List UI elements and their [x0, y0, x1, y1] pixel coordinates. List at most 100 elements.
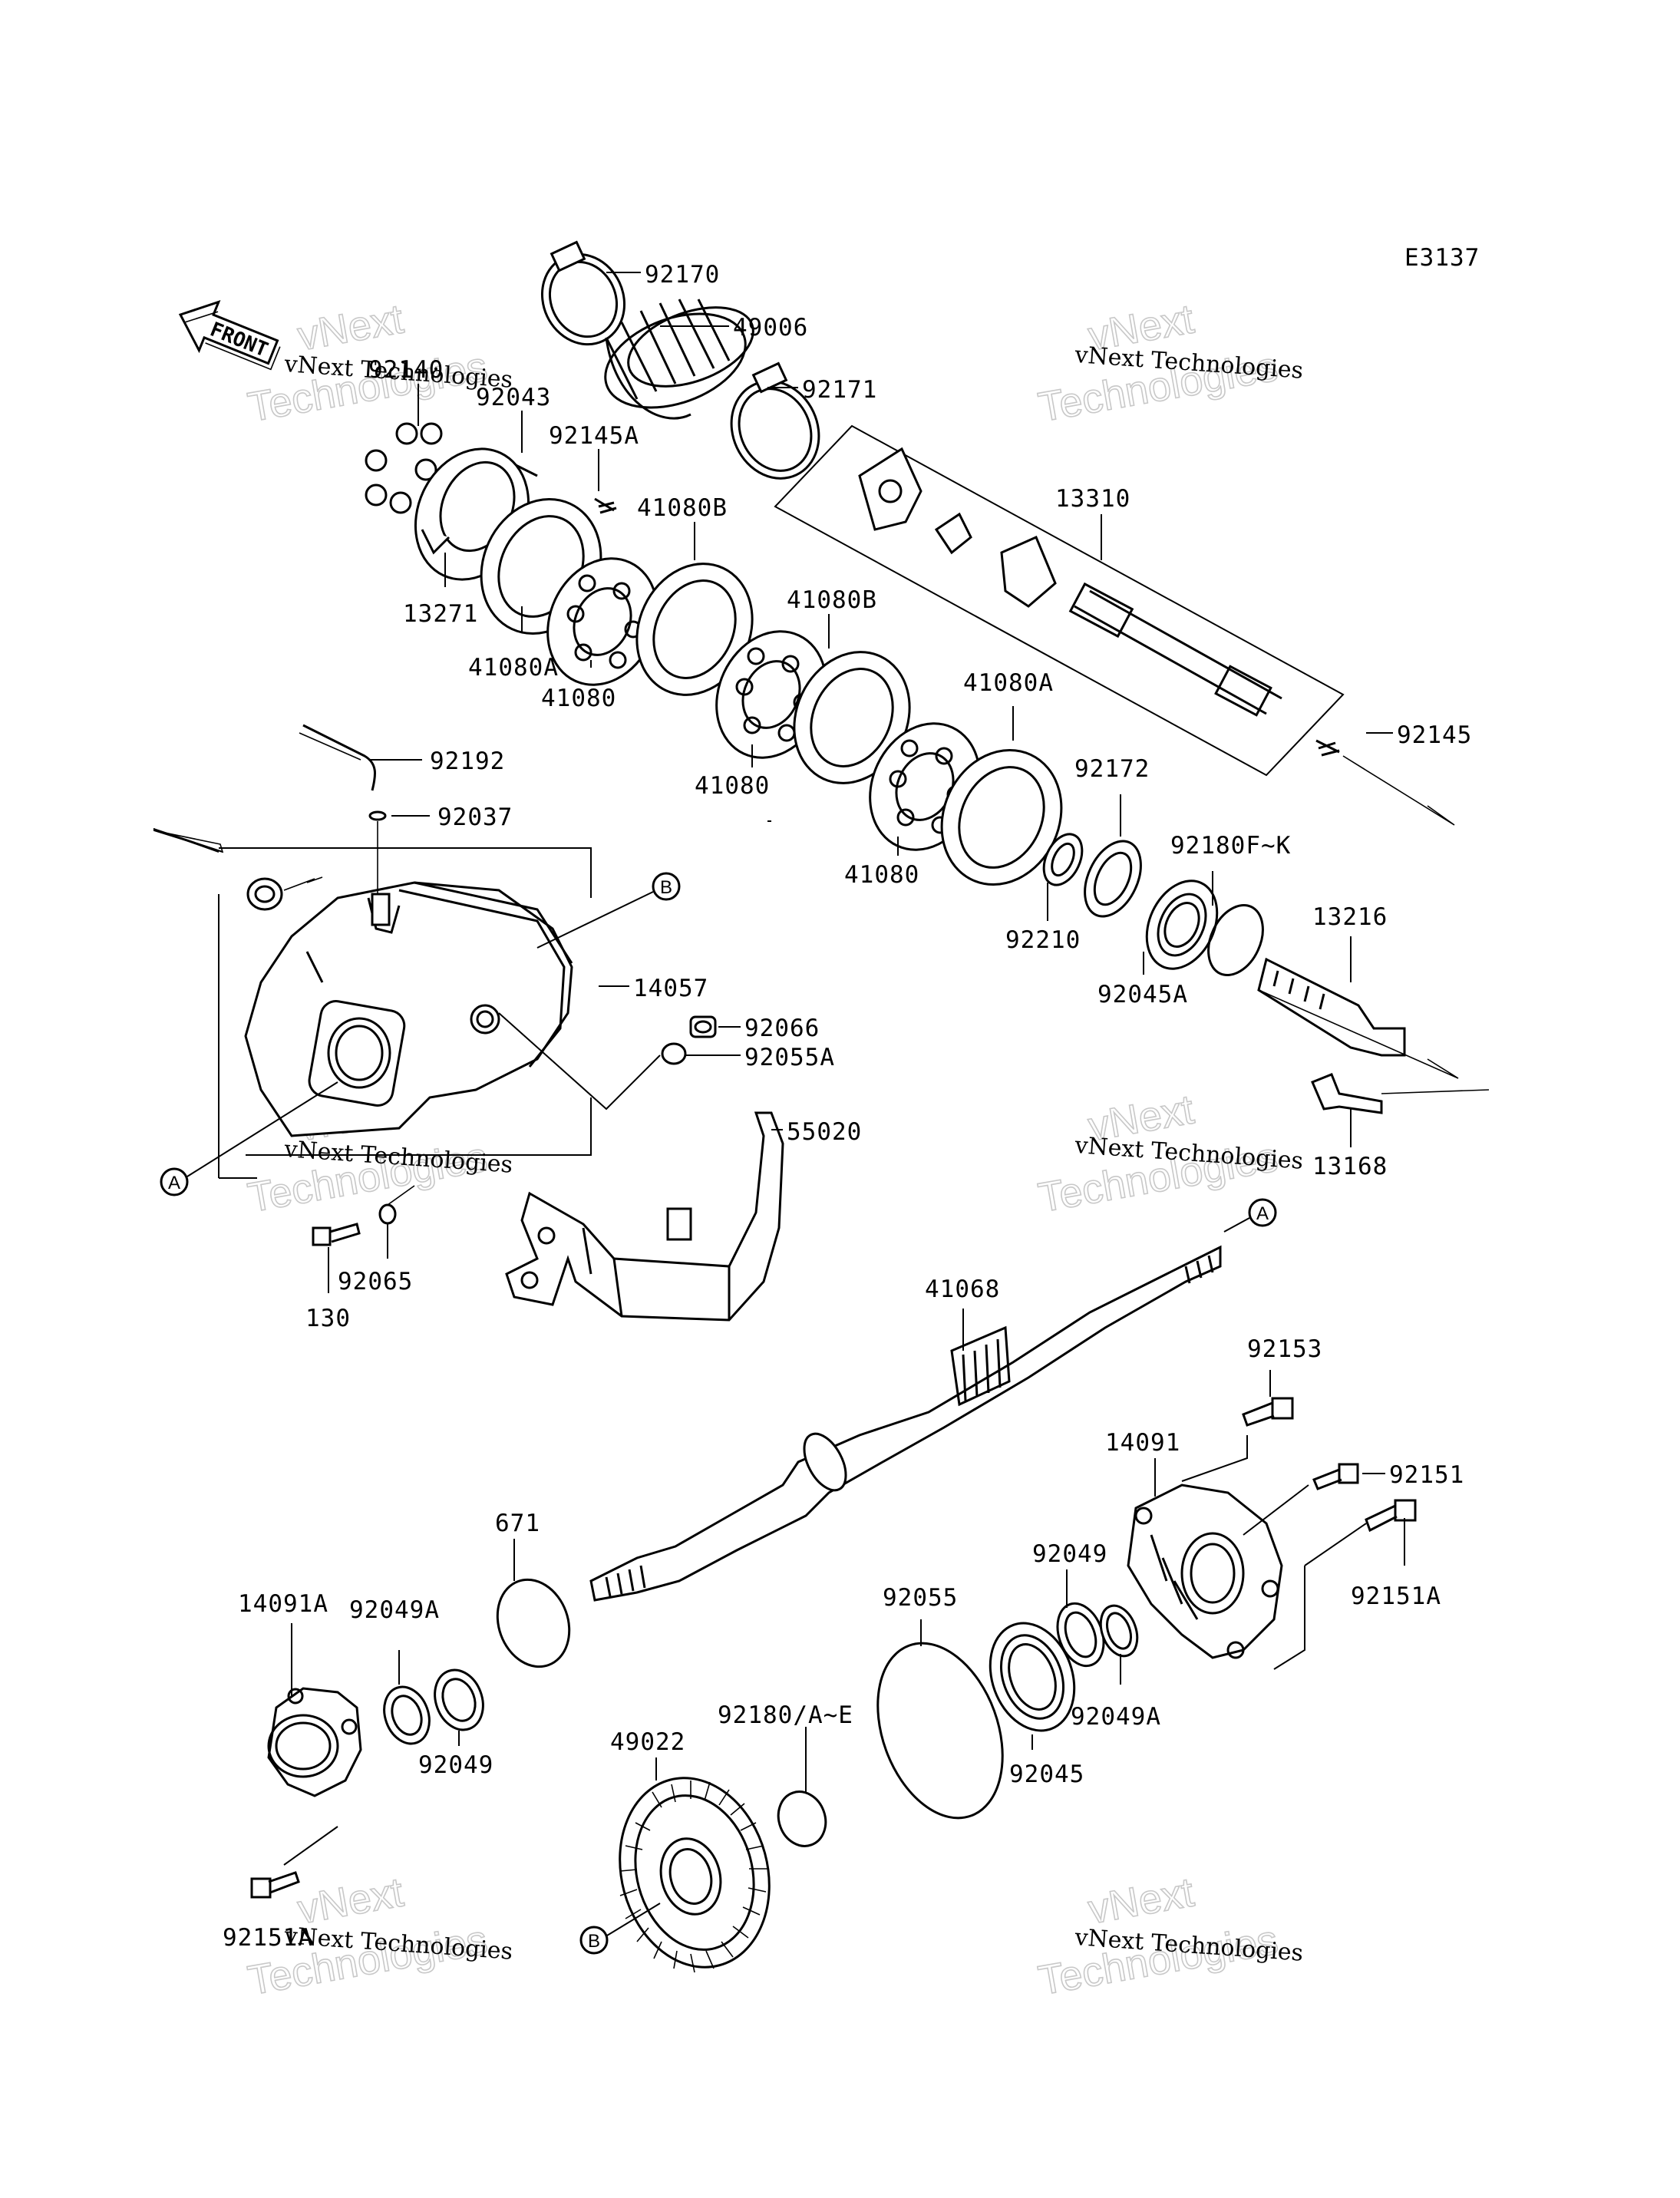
ref-b-top-leader: [536, 891, 654, 949]
clamp-92170-drawing: [540, 240, 626, 346]
ref-marker-b-bottom: B: [579, 1926, 609, 1955]
plate-41080B-1-drawing: [635, 563, 754, 696]
part-labels: 92170 49006 92171 92140 92043 92145A 410…: [223, 261, 1472, 1952]
label-13216: 13216: [1312, 903, 1388, 931]
label-41080B-2: 41080B: [787, 586, 877, 614]
label-92043: 92043: [476, 384, 551, 411]
label-41068: 41068: [925, 1276, 1000, 1303]
label-92037: 92037: [437, 804, 513, 831]
label-92210: 92210: [1005, 926, 1081, 954]
plate-41080-3-drawing: [869, 722, 981, 851]
label-92180FK: 92180F~K: [1170, 832, 1291, 860]
label-92049-1: 92049: [1032, 1540, 1107, 1568]
ref-marker-b-top: B: [652, 872, 681, 901]
label-92045A: 92045A: [1097, 981, 1188, 1008]
ring-92180FK-drawing: [1207, 903, 1264, 977]
label-41080-2: 41080: [695, 772, 770, 800]
plug-leader: [498, 1012, 661, 1111]
label-41080-3: 41080: [844, 861, 919, 889]
label-671: 671: [495, 1510, 540, 1537]
ring-gear-49022-drawing: [619, 1777, 771, 1973]
oring-92055A-drawing: [661, 1042, 687, 1065]
label-14091A: 14091A: [238, 1590, 328, 1618]
bearing-92045A-drawing: [1145, 880, 1219, 970]
label-92145A: 92145A: [549, 422, 639, 450]
plate-41080A-2-drawing: [940, 748, 1063, 886]
cover-14091-drawing: [1127, 1483, 1283, 1659]
plate-41080-1-drawing: [546, 557, 658, 686]
label-55020: 55020: [787, 1118, 862, 1146]
cover-14091A-drawing: [267, 1687, 362, 1797]
front-arrow-icon: FRONT: [178, 300, 281, 371]
ref-marker-a-left: A: [160, 1167, 189, 1196]
diagram-code: E3137: [1404, 244, 1480, 272]
ref-marker-b-bottom-label: B: [588, 1931, 600, 1952]
label-92171: 92171: [802, 376, 877, 404]
ref-marker-a-right-label: A: [1256, 1203, 1269, 1224]
plug-92066-drawing: [689, 1015, 717, 1038]
bolt-92151A-right-drawing: [1365, 1499, 1417, 1533]
label-41080A-2: 41080A: [963, 669, 1054, 697]
balls-92140-drawing: [365, 422, 443, 514]
label-92151A-1: 92151A: [1351, 1582, 1441, 1610]
watermark-brand-top: vNext: [295, 295, 407, 359]
bolt-92151A-left-drawing: [250, 1871, 300, 1899]
seal-92049A-left-drawing: [383, 1685, 431, 1745]
bolt-92151-drawing: [1312, 1463, 1359, 1490]
label-41080B-1: 41080B: [637, 494, 728, 522]
label-92055: 92055: [883, 1584, 958, 1612]
clamp-92171-drawing: [730, 361, 820, 480]
stud-13168-drawing: [1311, 1073, 1383, 1114]
label-130: 130: [305, 1305, 351, 1332]
seal-92049A-right-drawing: [1099, 1604, 1139, 1658]
label-92140: 92140: [368, 356, 444, 384]
oring-671-drawing: [496, 1578, 571, 1668]
seal-92172-drawing: [1084, 840, 1142, 918]
label-92049A-1: 92049A: [349, 1596, 440, 1624]
label-92049A-2: 92049A: [1071, 1703, 1161, 1731]
label-92049-2: 92049: [418, 1751, 493, 1779]
label-92065: 92065: [338, 1268, 413, 1295]
washer-92065-drawing: [378, 1203, 397, 1225]
watermark-brand-top: vNext: [1085, 1869, 1197, 1932]
label-13310: 13310: [1055, 485, 1130, 513]
housing-bracket-lines: [153, 828, 592, 1179]
label-14091: 14091: [1105, 1429, 1180, 1457]
label-14057: 14057: [633, 975, 708, 1002]
ring-92210-drawing: [1042, 833, 1084, 886]
label-13168: 13168: [1312, 1153, 1388, 1180]
housing-leader-triangle: [153, 830, 224, 853]
label-92055A: 92055A: [744, 1044, 835, 1071]
ring-92180AE-drawing: [777, 1790, 827, 1847]
bracket-55020-drawing: [505, 1111, 784, 1322]
bearing-92045-drawing: [989, 1622, 1076, 1732]
oring-92055-drawing: [876, 1642, 1004, 1820]
ref-a-left-leader: [186, 1081, 338, 1177]
boot-49006-drawing: [604, 299, 754, 420]
ref-marker-a-right: A: [1248, 1198, 1277, 1227]
label-49022: 49022: [610, 1728, 685, 1756]
ref-b-bottom-leader: [606, 1903, 661, 1936]
ref-marker-b-top-label: B: [660, 877, 672, 898]
shaft-41068-drawing: [589, 1245, 1222, 1602]
label-92145: 92145: [1397, 721, 1472, 749]
bolt-130-drawing: [312, 1223, 361, 1246]
label-92180AE: 92180/A~E: [718, 1701, 853, 1729]
label-92192: 92192: [430, 748, 505, 775]
label-92151A-2: 92151A: [223, 1924, 313, 1952]
label-13271: 13271: [403, 600, 478, 628]
ref-marker-a-left-label: A: [168, 1173, 180, 1193]
seal-92049-left-drawing: [434, 1668, 484, 1731]
spring-92145-drawing: [1315, 739, 1340, 757]
bolt-92153-drawing: [1242, 1397, 1294, 1427]
label-92066: 92066: [744, 1015, 820, 1042]
leader-lines: [291, 272, 1490, 1792]
pinion-13216-drawing: [1257, 957, 1406, 1057]
tube-92192-drawing: [302, 724, 377, 791]
ref-a-right-leader: [1223, 1217, 1250, 1233]
clip-92037-drawing: [368, 810, 387, 821]
label-92151: 92151: [1389, 1461, 1464, 1489]
drive-shaft-13310-drawing: [774, 424, 1345, 777]
washer-guide: [387, 1185, 415, 1206]
